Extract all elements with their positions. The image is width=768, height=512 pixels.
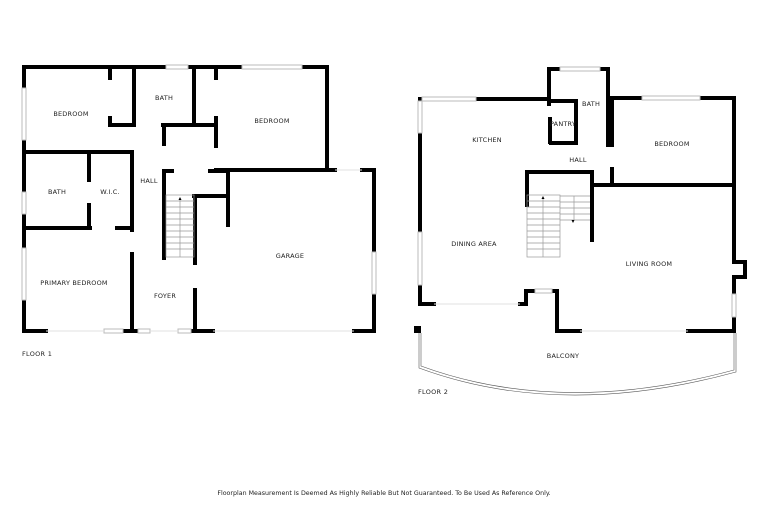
floor2-stairs	[526, 194, 590, 258]
room-label: BATH	[581, 100, 601, 108]
room-label: W.I.C.	[100, 188, 120, 196]
room-label: PANTRY	[549, 120, 577, 128]
floor1-stairs	[165, 194, 195, 258]
floor2-openings	[434, 303, 688, 332]
column	[414, 326, 421, 333]
disclaimer-text: Floorplan Measurement Is Deemed As Highl…	[217, 490, 551, 497]
floor-2-label: FLOOR 2	[418, 388, 449, 396]
room-label: HALL	[569, 156, 587, 164]
room-label: BALCONY	[546, 352, 580, 360]
floor-1-label: FLOOR 1	[22, 350, 53, 358]
room-label: DINING AREA	[451, 240, 497, 248]
floor1-walls	[22, 65, 376, 333]
room-label: BEDROOM	[654, 140, 690, 148]
room-label: GARAGE	[275, 252, 305, 260]
room-label: PRIMARY BEDROOM	[40, 279, 108, 287]
room-label: KITCHEN	[472, 136, 502, 144]
room-label: BEDROOM	[254, 117, 290, 125]
stair-arrow-up-icon	[541, 196, 545, 199]
room-label: BEDROOM	[53, 110, 89, 118]
floor2-windows	[417, 66, 737, 318]
room-label: FOYER	[153, 292, 177, 300]
stair-arrow-up-icon	[178, 197, 182, 200]
stair-arrow-down-icon	[571, 220, 575, 223]
room-label: BATH	[47, 188, 67, 196]
room-label: LIVING ROOM	[625, 260, 673, 268]
balcony-railing	[418, 333, 737, 396]
room-label: HALL	[140, 177, 158, 185]
floor1-windows	[21, 64, 377, 334]
floor2-walls	[418, 67, 747, 333]
floor1-openings	[46, 169, 362, 332]
room-label: BATH	[154, 94, 174, 102]
